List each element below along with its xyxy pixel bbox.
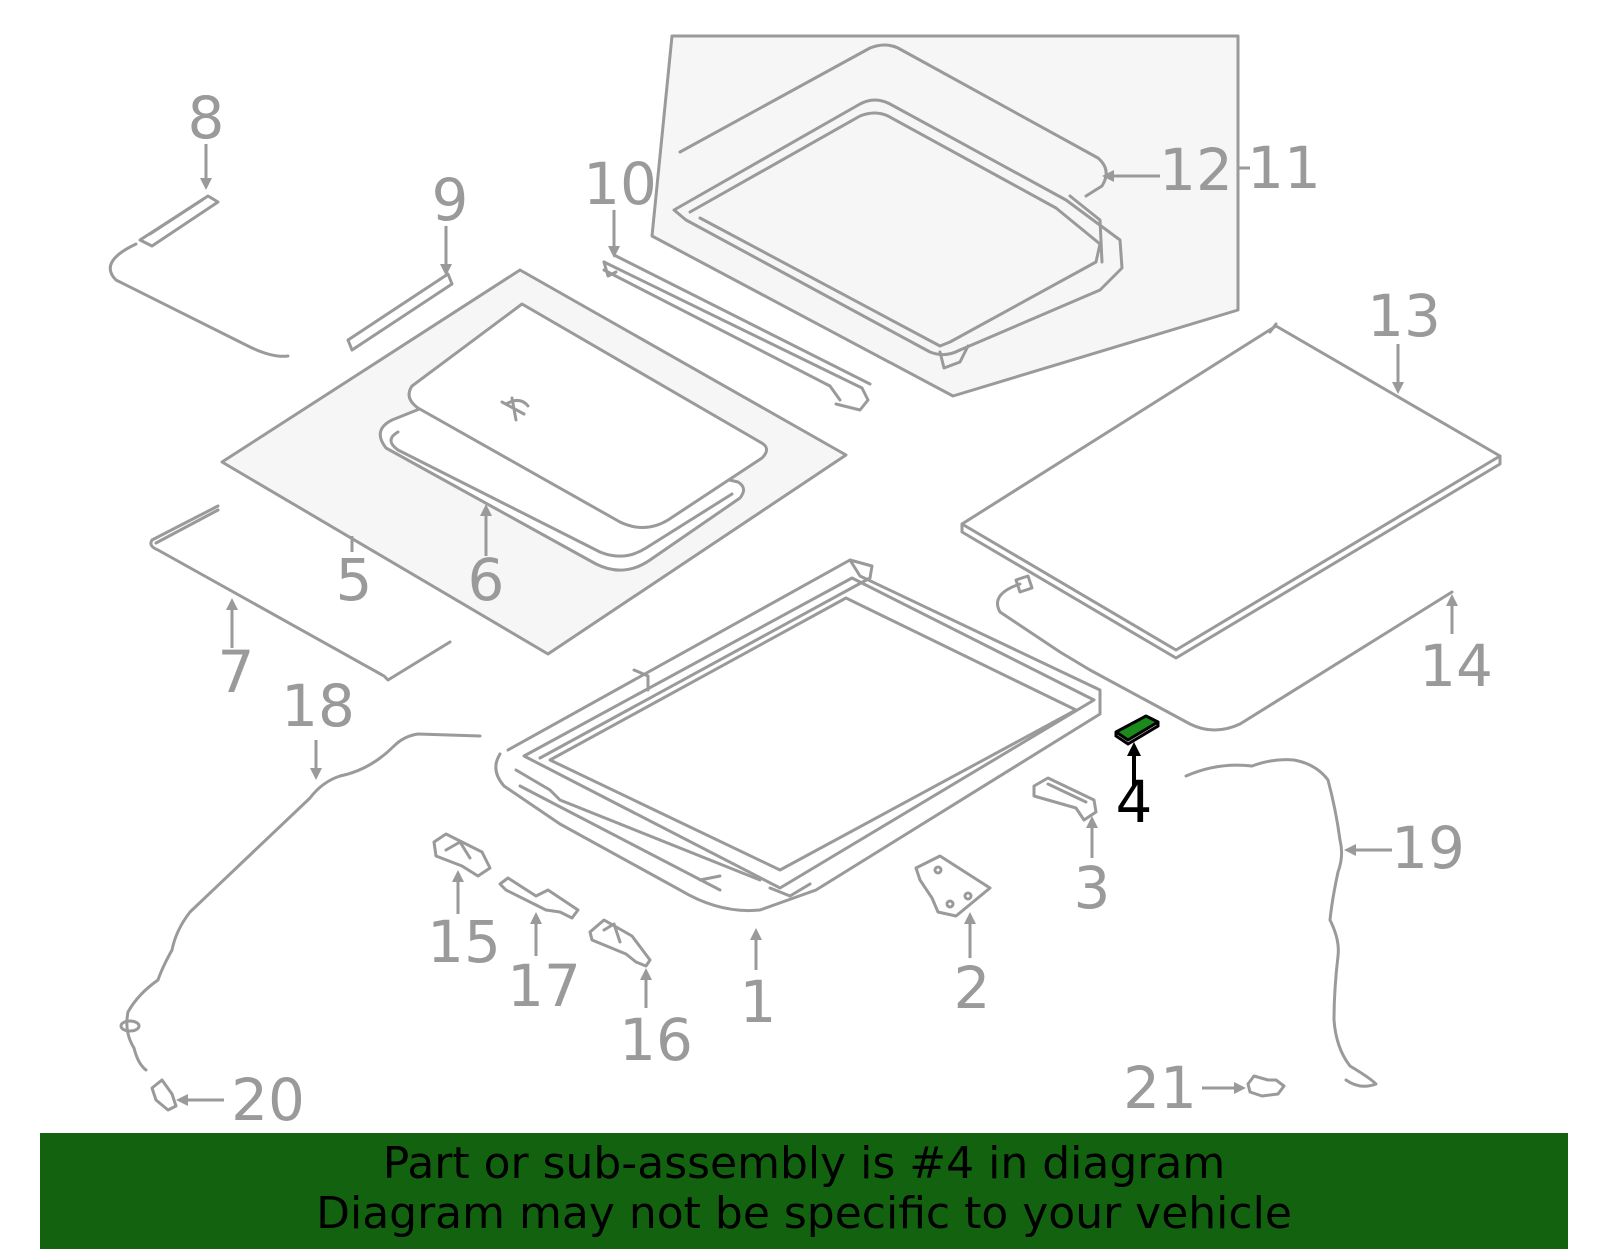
- drain-hose-18: [119, 732, 482, 1072]
- rail-10: [602, 254, 872, 412]
- banner-line-2: Diagram may not be specific to your vehi…: [316, 1188, 1292, 1239]
- callout-6: 6: [468, 546, 505, 614]
- info-banner: Part or sub-assembly is #4 in diagram Di…: [40, 1133, 1568, 1249]
- seal-14: [996, 574, 1454, 732]
- callout-4: 4: [1116, 768, 1153, 836]
- callout-8: 8: [188, 84, 225, 152]
- highlighted-part-4: [1114, 714, 1160, 746]
- callout-labels: 8 9 10 12 11 13 5 6 7 14 18 4 19 3 15 17…: [188, 84, 1493, 1134]
- callout-19: 19: [1391, 814, 1465, 882]
- bracket-3: [1032, 776, 1098, 822]
- connector-16: [588, 918, 652, 968]
- callout-18: 18: [281, 672, 355, 740]
- callout-10: 10: [583, 150, 657, 218]
- leader-lines: [176, 144, 1458, 1106]
- callout-5: 5: [336, 546, 373, 614]
- drain-hose-8: [108, 194, 290, 358]
- callout-21: 21: [1123, 1054, 1197, 1122]
- callout-7: 7: [218, 638, 255, 706]
- clip-21: [1246, 1074, 1286, 1098]
- banner-line-1: Part or sub-assembly is #4 in diagram: [382, 1138, 1226, 1189]
- callout-1: 1: [740, 968, 777, 1036]
- callout-14: 14: [1419, 632, 1493, 700]
- callout-9: 9: [432, 166, 469, 234]
- callout-16: 16: [619, 1006, 693, 1074]
- front-seal-7: [149, 504, 452, 682]
- callout-17: 17: [507, 952, 581, 1020]
- callout-3: 3: [1074, 854, 1111, 922]
- callout-15: 15: [427, 908, 501, 976]
- bracket-2: [914, 854, 992, 918]
- callout-13: 13: [1367, 282, 1441, 350]
- callout-12: 12: [1159, 136, 1233, 204]
- drain-hose-19: [1184, 758, 1378, 1088]
- sunroof-frame-1: [494, 558, 1102, 913]
- sunroof-glass-6: [378, 302, 768, 572]
- sunshade-13: [960, 322, 1502, 660]
- clip-20: [150, 1078, 178, 1112]
- harness-17: [498, 876, 580, 920]
- callout-2: 2: [954, 954, 991, 1022]
- connector-15: [432, 832, 492, 878]
- glass-panel-assembly-11: [650, 34, 1240, 398]
- strip-9: [346, 272, 454, 352]
- callout-11: 11: [1247, 134, 1321, 202]
- callout-20: 20: [231, 1066, 305, 1134]
